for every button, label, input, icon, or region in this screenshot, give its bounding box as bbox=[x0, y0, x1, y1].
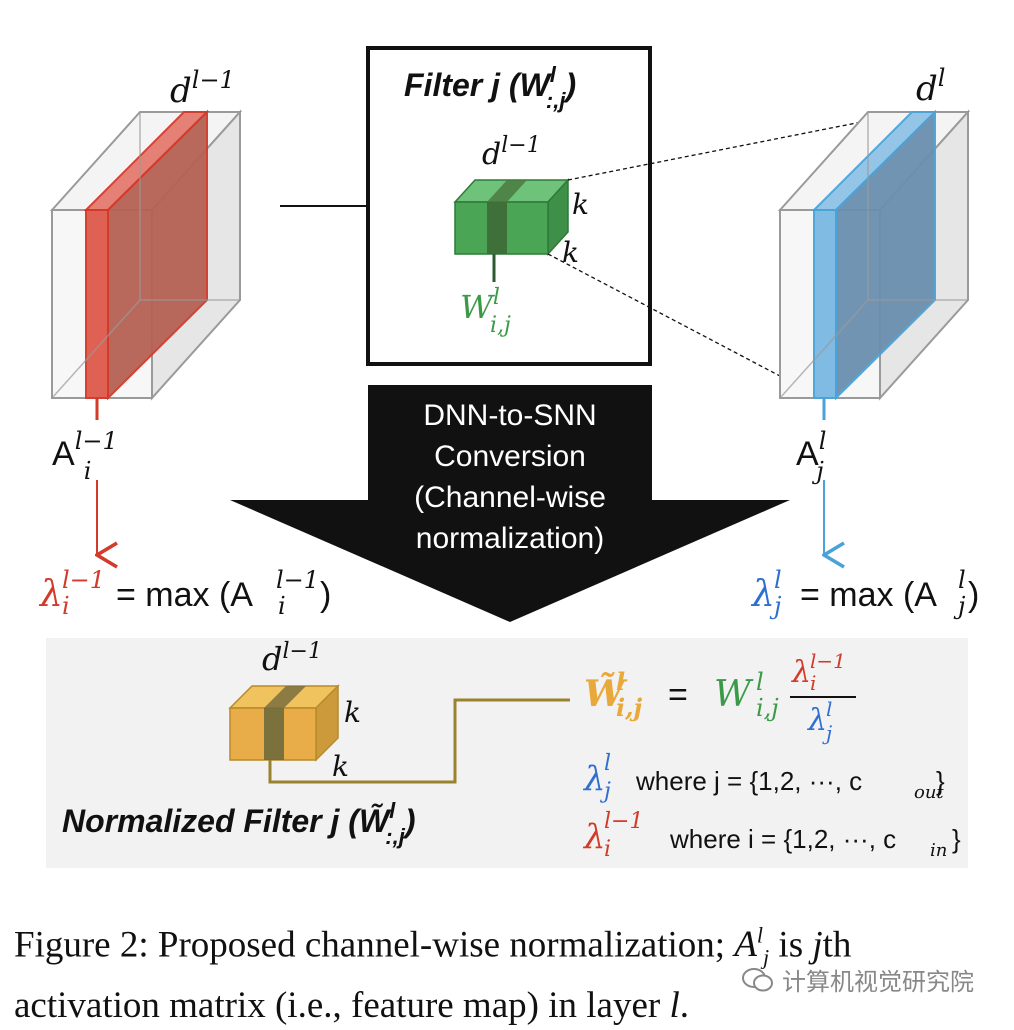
conversion-line1: DNN-to-SNN bbox=[423, 399, 596, 432]
svg-text:j: j bbox=[953, 592, 966, 620]
right-activation-volume bbox=[777, 109, 971, 420]
filter-depth-label: dl−1 bbox=[482, 133, 541, 172]
svg-text:λ: λ bbox=[791, 655, 811, 690]
right-depth-label: dl bbox=[916, 64, 945, 109]
svg-text:i: i bbox=[278, 592, 286, 620]
right-lambda-equation: λ l j = max (A l j ) bbox=[750, 566, 979, 620]
svg-text:l: l bbox=[604, 751, 611, 776]
svg-text:j: j bbox=[822, 721, 832, 745]
svg-text:l: l bbox=[774, 566, 782, 594]
conversion-line2: Conversion bbox=[434, 440, 586, 473]
left-lambda-equation: λ l−1 i = max (A l−1 i ) bbox=[38, 566, 331, 620]
svg-text:l: l bbox=[826, 697, 832, 721]
svg-text:=: = bbox=[668, 676, 688, 714]
svg-text:): ) bbox=[320, 576, 331, 614]
figure-caption: Figure 2: Proposed channel-wise normaliz… bbox=[14, 923, 852, 1026]
svg-text:l−1: l−1 bbox=[276, 566, 319, 594]
svg-text:l: l bbox=[616, 667, 625, 696]
svg-text:}: } bbox=[936, 766, 945, 796]
watermark: 计算机视觉研究院 bbox=[742, 962, 974, 997]
svg-text:): ) bbox=[968, 576, 979, 614]
wechat-icon bbox=[742, 967, 773, 991]
svg-text:λ: λ bbox=[582, 817, 606, 857]
svg-text:W: W bbox=[714, 674, 754, 715]
normalized-depth-label: dl−1 bbox=[262, 639, 322, 678]
svg-text:i,j: i,j bbox=[616, 693, 642, 722]
svg-text:λ: λ bbox=[807, 703, 827, 738]
normalization-equation: W̃ l i,j = W l i,j λ l−1 i λ l j bbox=[584, 649, 856, 745]
filter-k-width: k bbox=[562, 236, 579, 269]
projection-line-bottom bbox=[547, 253, 819, 397]
left-depth-label: dl−1 bbox=[170, 66, 235, 111]
svg-text:l: l bbox=[958, 566, 966, 594]
svg-text:in: in bbox=[930, 840, 947, 861]
conversion-arrow bbox=[230, 385, 790, 622]
svg-text:i: i bbox=[62, 592, 70, 620]
svg-text:}: } bbox=[952, 824, 961, 854]
svg-text:where j = {1,2, ···, c: where j = {1,2, ···, c bbox=[635, 766, 862, 796]
svg-text:l−1: l−1 bbox=[604, 809, 643, 834]
svg-text:l: l bbox=[756, 668, 764, 696]
svg-text:where i = {1,2, ···, c: where i = {1,2, ···, c bbox=[669, 824, 896, 854]
svg-text:i: i bbox=[604, 837, 611, 862]
normalized-panel bbox=[46, 638, 968, 868]
connector-line bbox=[268, 698, 570, 784]
svg-text:i: i bbox=[810, 671, 816, 695]
projection-line-top bbox=[567, 111, 913, 181]
lambda-j-symbol: λ bbox=[750, 574, 775, 615]
right-lambda-eq-text: = max (A bbox=[800, 576, 937, 614]
lambda-i-symbol: λ bbox=[38, 574, 63, 615]
svg-text:λ: λ bbox=[582, 759, 606, 799]
normalized-k-height: k bbox=[344, 696, 361, 729]
left-activation-volume bbox=[49, 109, 243, 420]
svg-text:l−1: l−1 bbox=[62, 566, 105, 594]
svg-text:l−1: l−1 bbox=[810, 649, 846, 673]
conversion-line3: (Channel-wise bbox=[414, 481, 606, 514]
normalized-k-width: k bbox=[332, 750, 349, 783]
normalized-filter-title: Normalized Filter j (W̃l:,j) bbox=[62, 798, 415, 849]
left-lambda-eq-text: = max (A bbox=[116, 576, 253, 614]
conversion-line4: normalization) bbox=[416, 522, 604, 555]
where-j-definition: λ l j where j = {1,2, ···, c out } bbox=[582, 751, 945, 804]
svg-text:W̃: W̃ bbox=[584, 673, 628, 715]
filter-title: Filter j (Wl:,j) bbox=[404, 62, 576, 113]
svg-text:out: out bbox=[914, 782, 944, 803]
filter-cube bbox=[453, 178, 570, 282]
svg-text:i,j: i,j bbox=[756, 694, 779, 722]
where-i-definition: λ l−1 i where i = {1,2, ···, c in } bbox=[582, 809, 961, 862]
normalized-filter-cube bbox=[228, 684, 340, 762]
filter-k-height: k bbox=[572, 188, 589, 221]
